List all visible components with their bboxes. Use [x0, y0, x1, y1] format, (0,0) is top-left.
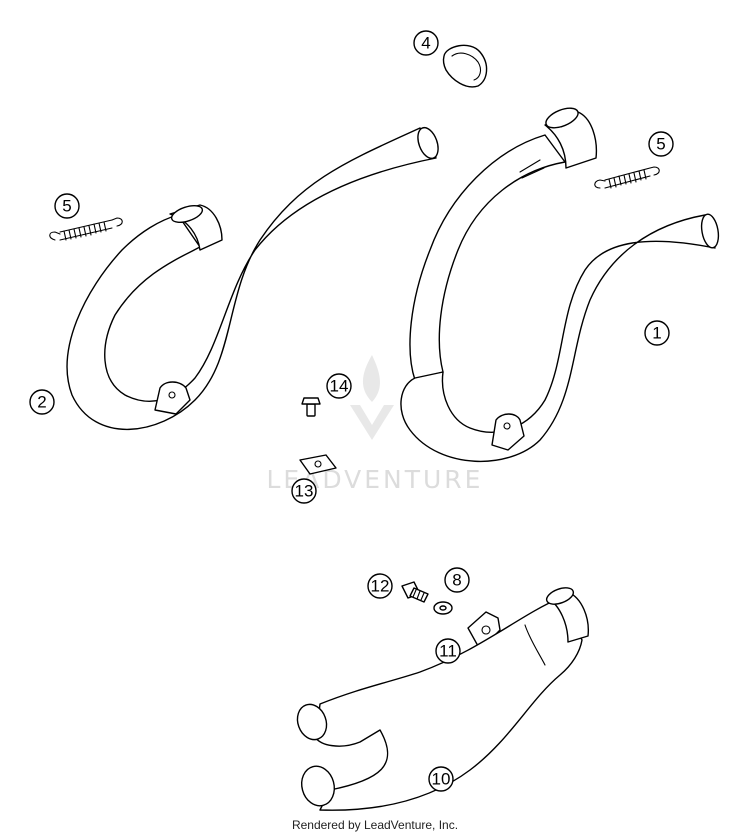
svg-text:1: 1 — [652, 324, 661, 343]
svg-text:5: 5 — [62, 197, 71, 216]
y-pipe-part-10 — [296, 587, 589, 811]
screw-part-14 — [301, 397, 321, 417]
gasket-part-4 — [442, 44, 488, 88]
header-pipe-part-1 — [400, 107, 720, 463]
callout-8[interactable]: 8 — [444, 567, 470, 593]
callout-5-left[interactable]: 5 — [54, 193, 80, 219]
callout-12[interactable]: 12 — [367, 573, 393, 599]
callout-4[interactable]: 4 — [413, 30, 439, 56]
svg-text:14: 14 — [330, 377, 349, 396]
callout-10[interactable]: 10 — [428, 766, 454, 792]
svg-text:8: 8 — [452, 571, 461, 590]
spring-part-5-right — [594, 166, 660, 189]
callout-2[interactable]: 2 — [29, 389, 55, 415]
svg-text:10: 10 — [432, 770, 451, 789]
footer-credit: Rendered by LeadVenture, Inc. — [291, 818, 459, 832]
svg-text:4: 4 — [421, 34, 430, 53]
svg-text:5: 5 — [656, 135, 665, 154]
header-pipe-part-2 — [66, 126, 439, 431]
spring-part-5-left — [49, 217, 123, 241]
svg-text:11: 11 — [439, 642, 457, 661]
clip-nut-part-13 — [299, 454, 337, 475]
callout-5-right[interactable]: 5 — [648, 131, 674, 157]
svg-text:2: 2 — [37, 393, 46, 412]
callout-14[interactable]: 14 — [326, 373, 352, 399]
washer-part-8 — [433, 601, 453, 615]
bolt-part-12 — [401, 581, 429, 603]
callout-13[interactable]: 13 — [291, 478, 317, 504]
svg-text:12: 12 — [371, 577, 390, 596]
svg-text:13: 13 — [295, 482, 314, 501]
callout-1[interactable]: 1 — [644, 320, 670, 346]
callout-11[interactable]: 11 — [435, 638, 461, 664]
